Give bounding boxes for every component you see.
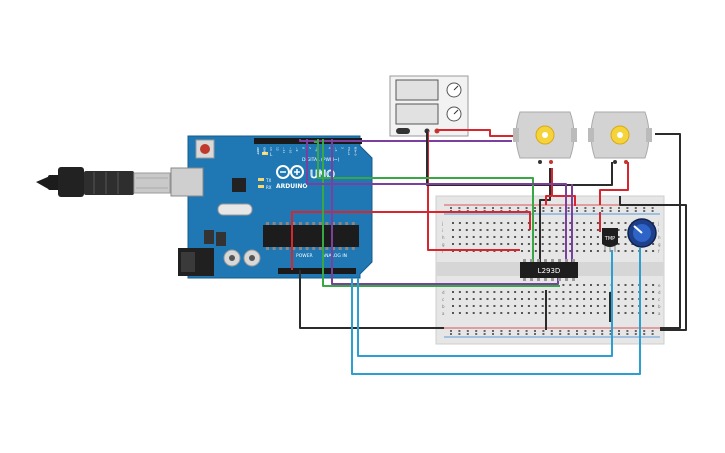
arduino-uno-board[interactable]: TX RX L ARDUINO UNO DIGITAL (PWM~) POWER… [170, 135, 373, 279]
wire-green-1 [317, 139, 534, 266]
row-letter: h [442, 235, 445, 240]
wire-black-gnd [299, 270, 444, 329]
row-letter: b [658, 304, 661, 309]
row-letter: g [442, 242, 445, 247]
row-letter: f [658, 249, 660, 254]
usb-jack [170, 167, 204, 197]
wire-blue-1 [351, 248, 641, 375]
digital-pin-label: 4 [328, 147, 332, 149]
digital-pin-label: 2 [341, 147, 345, 149]
wires[interactable] [291, 129, 687, 375]
analog-header-label: ANALOG IN [322, 253, 347, 259]
atmega-chip [263, 225, 359, 247]
digital-pin-label: GND [263, 147, 267, 155]
row-letter: h [658, 235, 661, 240]
temperature-sensor[interactable]: TMP [602, 228, 618, 252]
pot-knob-indicator [633, 225, 643, 234]
row-letter: c [658, 297, 660, 302]
rx-label: RX [266, 185, 272, 190]
dc-motor-1[interactable] [513, 111, 577, 164]
wire-blue-2 [357, 250, 613, 357]
ic-label: L293D [538, 267, 561, 275]
digital-pin-label: ~3 [334, 147, 338, 152]
digital-pin-label: 12 [276, 147, 280, 151]
current-display [395, 103, 439, 125]
digital-pin-label: 8 [302, 147, 306, 149]
l-led-label: L [270, 152, 273, 157]
row-letter: e [658, 283, 661, 288]
tx-label: TX [265, 178, 271, 183]
usb-chip [232, 178, 246, 192]
row-letter: a [442, 311, 445, 316]
arduino-logo-icon [276, 165, 304, 179]
row-letter: c [442, 297, 444, 302]
row-letter: g [658, 242, 661, 247]
dc-motor-2[interactable] [588, 111, 652, 164]
potentiometer[interactable] [627, 218, 657, 248]
row-letter: j [657, 221, 659, 226]
digital-pin-label: ~11 [282, 147, 286, 153]
power-analog-header[interactable] [278, 268, 356, 274]
usb-cable[interactable] [36, 167, 171, 197]
row-letter: b [442, 304, 445, 309]
digital-header-label: DIGITAL (PWM~) [302, 157, 340, 163]
row-letter: i [658, 228, 659, 233]
digital-pin-label: AREF [256, 147, 260, 155]
row-letter: i [442, 228, 443, 233]
sensor-label: TMP [604, 236, 615, 242]
reset-button[interactable] [200, 144, 210, 154]
digital-pin-label: ~9 [295, 147, 299, 152]
power-header-label: POWER [296, 253, 313, 259]
row-letter: a [658, 311, 661, 316]
power-switch[interactable] [396, 128, 410, 134]
board-name: ARDUINO [276, 183, 307, 190]
digital-pin-label: RX←0 [354, 147, 358, 156]
crystal [217, 203, 253, 216]
row-letter: j [441, 221, 443, 226]
row-letter: d [442, 290, 445, 295]
voltage-display [395, 79, 439, 101]
row-letter: d [658, 290, 661, 295]
digital-pin-label: 13 [269, 147, 273, 151]
digital-pin-label: 7 [308, 147, 312, 149]
digital-pin-label: ~6 [315, 147, 319, 152]
wire-purple-1 [306, 139, 567, 262]
l293d-ic[interactable]: L293D [520, 259, 578, 281]
digital-pin-label: TX→1 [347, 146, 351, 155]
row-letter: f [442, 249, 444, 254]
power-supply[interactable] [389, 75, 469, 137]
wire-red-5v [291, 211, 531, 270]
wire-purple-top [299, 139, 512, 142]
digital-pin-label: ~10 [289, 147, 293, 153]
